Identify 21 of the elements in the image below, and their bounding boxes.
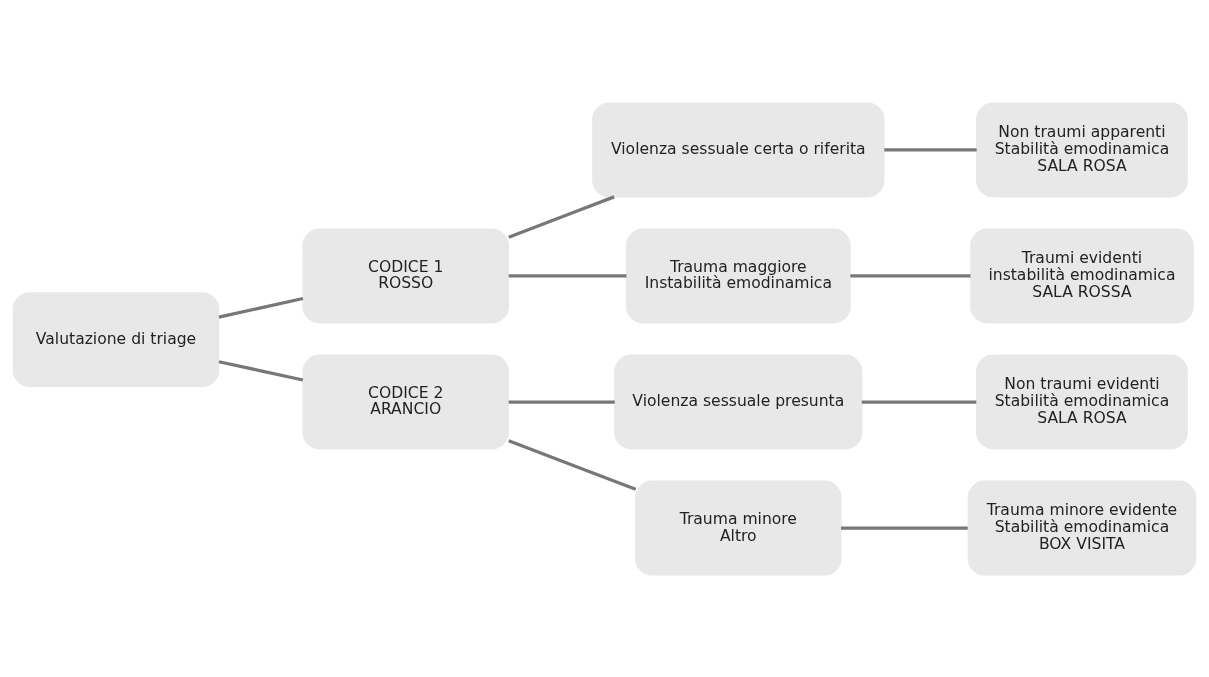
connector <box>861 399 977 404</box>
connector <box>884 147 977 152</box>
connector <box>508 399 615 404</box>
connector <box>218 359 304 382</box>
node-box: Non traumi evidenti Stabilità emodinamica SALA ROSA <box>976 354 1188 449</box>
connector <box>508 194 615 239</box>
node-box: Violenza sessuale certa o riferita <box>592 102 885 197</box>
connector <box>508 273 627 278</box>
connector <box>508 438 637 491</box>
node-box: Traumi evidenti instabilità emodinamica SALA ROSSA <box>970 228 1194 323</box>
connector <box>850 273 971 278</box>
node-box: Trauma minore Altro <box>635 480 842 575</box>
connector <box>218 296 304 319</box>
node-box: Trauma minore evidente Stabilità emodinamica BOX VISITA <box>967 480 1197 575</box>
node-box: Valutazione di triage <box>12 291 220 387</box>
node-box: Violenza sessuale presunta <box>614 354 863 449</box>
node-box: Non traumi apparenti Stabilità emodinamica SALA ROSA <box>976 102 1188 197</box>
node-box: CODICE 2 ARANCIO <box>302 354 509 449</box>
connector <box>841 525 968 530</box>
node-box: CODICE 1 ROSSO <box>302 228 509 323</box>
node-box: Trauma maggiore Instabilità emodinamica <box>625 228 851 323</box>
